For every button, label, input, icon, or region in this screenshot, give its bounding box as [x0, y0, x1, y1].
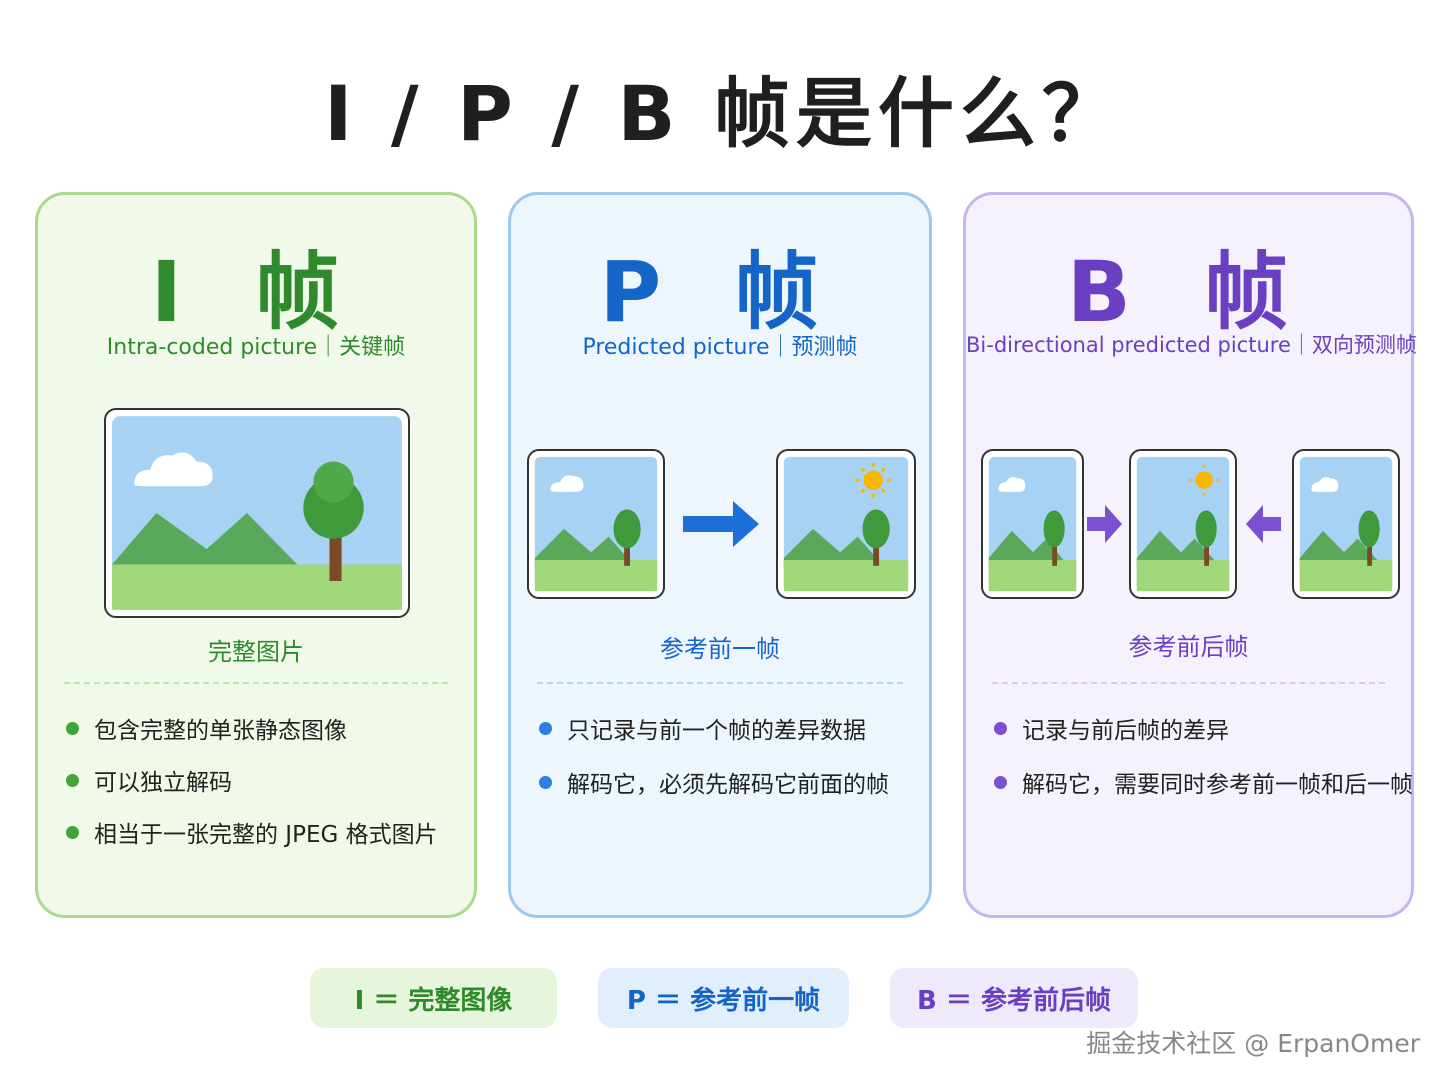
- p-frame-heading: P 帧: [599, 243, 841, 341]
- next-frame-picture-icon: [1292, 449, 1400, 599]
- legend-p-frame: P ＝ 参考前一帧: [598, 968, 849, 1028]
- page-title: I / P / B 帧是什么？: [324, 69, 1124, 158]
- previous-frame-picture-icon: [527, 449, 665, 599]
- i-frame-bullet-list: 包含完整的单张静态图像 可以独立解码 相当于一张完整的 JPEG 格式图片: [66, 711, 438, 867]
- i-frame-heading: I 帧: [150, 243, 362, 341]
- b-frame-heading: B 帧: [1066, 243, 1311, 341]
- p-frame-divider: [537, 682, 903, 684]
- watermark: 掘金技术社区 @ ErpanOmer: [1086, 1029, 1420, 1058]
- p-frame-bullet-list: 只记录与前一个帧的差异数据 解码它，必须先解码它前面的帧: [539, 711, 889, 819]
- current-frame-picture-icon: [776, 449, 916, 599]
- p-frame-card: P 帧 Predicted picture｜预测帧: [508, 192, 932, 918]
- list-item: 相当于一张完整的 JPEG 格式图片: [66, 815, 438, 867]
- arrow-right-icon: [683, 501, 759, 547]
- p-frame-caption: 参考前一帧: [660, 635, 780, 663]
- p-frame-subtitle: Predicted picture｜预测帧: [582, 335, 858, 360]
- legend-i-frame: I ＝ 完整图像: [310, 968, 557, 1028]
- b-frame-subtitle: Bi-directional predicted picture｜双向预测帧: [966, 333, 1417, 357]
- list-item: 解码它，需要同时参考前一帧和后一帧: [994, 765, 1413, 819]
- arrow-right-icon: [1087, 505, 1122, 543]
- b-frame-divider: [992, 682, 1385, 684]
- i-frame-subtitle: Intra-coded picture｜关键帧: [106, 335, 406, 360]
- b-frame-caption: 参考前后帧: [1128, 633, 1249, 661]
- i-frame-card: I 帧 Intra-coded picture｜关键帧 完整图片 包含完整的单张…: [35, 192, 477, 918]
- list-item: 包含完整的单张静态图像: [66, 711, 438, 763]
- list-item: 解码它，必须先解码它前面的帧: [539, 765, 889, 819]
- list-item: 记录与前后帧的差异: [994, 711, 1413, 765]
- legend-b-frame: B ＝ 参考前后帧: [890, 968, 1138, 1028]
- current-frame-picture-icon: [1129, 449, 1237, 599]
- i-frame-divider: [64, 682, 448, 684]
- list-item: 只记录与前一个帧的差异数据: [539, 711, 889, 765]
- list-item: 可以独立解码: [66, 763, 438, 815]
- landscape-picture-icon: [104, 408, 410, 618]
- i-frame-caption: 完整图片: [208, 638, 304, 666]
- b-frame-bullet-list: 记录与前后帧的差异 解码它，需要同时参考前一帧和后一帧: [994, 711, 1413, 819]
- arrow-left-icon: [1246, 505, 1281, 543]
- previous-frame-picture-icon: [981, 449, 1084, 599]
- b-frame-card: B 帧 Bi-directional predicted picture｜双向预…: [963, 192, 1417, 918]
